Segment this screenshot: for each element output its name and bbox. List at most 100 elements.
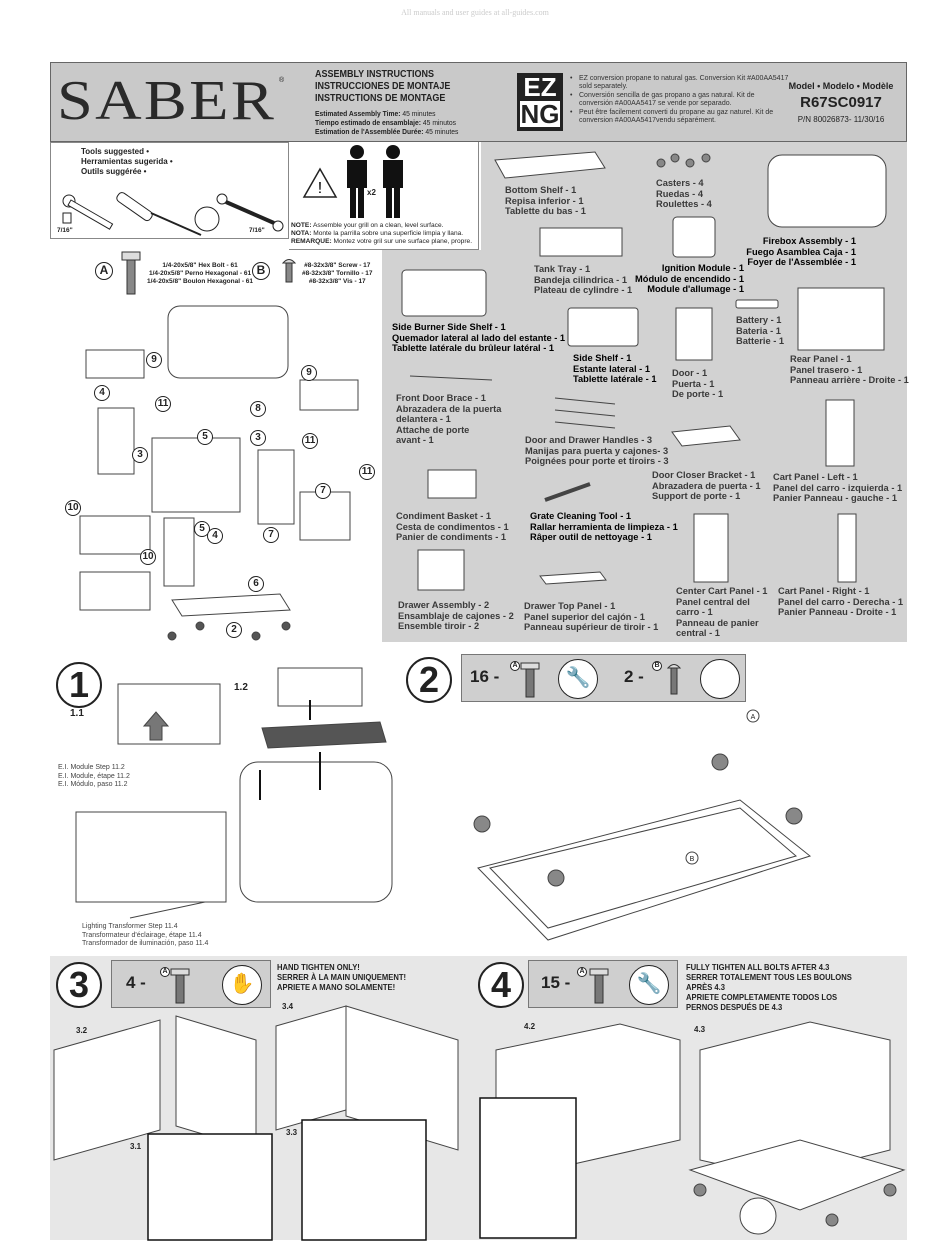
note-text: Assemble your grill on a clean, level su… — [311, 222, 444, 229]
part-line: Door - 1 — [672, 368, 708, 378]
part-line: Roulettes - 4 — [656, 199, 712, 209]
part-line: Abrazadera de puerta - 1 — [652, 480, 761, 491]
part-line: central - 1 — [676, 628, 720, 638]
part-line: Ignition Module - 1 — [661, 263, 744, 273]
part-drawings — [401, 151, 887, 591]
ng-text: NG — [520, 99, 560, 129]
step-3-4-label: 3.4 — [282, 1002, 294, 1011]
callout: 11 — [302, 433, 318, 449]
part-line: Poignées pour porte et tiroirs - 3 — [525, 456, 669, 466]
step-3-fastener-bar: 4 - A ✋ — [111, 960, 271, 1008]
part-line: Abrazadera de la puerta — [396, 403, 502, 414]
cart-panel-right-drawing — [837, 513, 857, 583]
part-line: Ruedas - 4 — [656, 188, 704, 199]
estimated-time: Estimated Assembly Time: 45 minutes Tiem… — [315, 109, 458, 136]
grate-tool-drawing — [544, 482, 591, 502]
saber-logo: SABER — [57, 70, 277, 132]
part-line: De porte - 1 — [672, 389, 724, 399]
step-3-2-label: 3.2 — [76, 1026, 88, 1035]
note-key: NOTA: — [291, 230, 312, 237]
note-line: E.I. Module Step 11.2 — [58, 764, 125, 771]
part-line: Bandeja cilindrica - 1 — [534, 274, 628, 285]
part-line: delantera - 1 — [396, 414, 451, 424]
letter-a: A — [577, 967, 587, 977]
hardware-line: 1/4-20x5/8" Boulon Hexagonal - 61 — [147, 278, 254, 285]
estimate-label: Estimation de l'Assemblée Durée: — [315, 127, 424, 136]
title-fr: INSTRUCTIONS DE MONTAGE — [315, 93, 446, 104]
part-line: Panneau supérieur de tiroir - 1 — [524, 622, 659, 632]
callout: 11 — [359, 464, 375, 480]
part-line: Foyer de l'Assemblée - 1 — [747, 257, 856, 267]
part-line: Manijas para puerta y cajones- 3 — [525, 445, 669, 456]
screwdriver-icon — [116, 192, 220, 236]
part-line: Tank Tray - 1 — [534, 264, 591, 274]
callout: 10 — [65, 500, 81, 516]
callout: 6 — [248, 576, 264, 592]
note-line: E.I. Módulo, paso 11.2 — [58, 781, 128, 788]
casters-drawing — [656, 153, 711, 168]
part-line: Panneau arrière - Droite - 1 — [790, 375, 909, 385]
part-line: Estante lateral - 1 — [573, 363, 650, 374]
ez-ng-logo: EZ NG — [517, 73, 563, 131]
hardware-b-badge: B — [252, 262, 270, 280]
hex-bolt-icon — [520, 662, 540, 698]
part-line: Panier Panneau - Droite - 1 — [778, 607, 897, 617]
drawer-drawing — [417, 549, 465, 591]
warning-line: APRIETE COMPLETAMENTE TODOS LOS — [686, 992, 838, 1002]
part-line: avant - 1 — [396, 435, 434, 445]
wrench-icon: 🔧 — [629, 965, 669, 1005]
ratchet-icon — [62, 194, 114, 230]
part-line: Quemador lateral al lado del estante - 1 — [392, 332, 566, 343]
step-4-2-label: 4.2 — [524, 1022, 536, 1031]
step-4-fastener-bar: 15 - A 🔧 — [528, 960, 678, 1008]
hex-bolt-icon — [121, 251, 141, 295]
hardware-line: #8-32x3/8" Tornillo - 17 — [302, 270, 373, 277]
part-line: Tablette latérale - 1 — [573, 374, 657, 384]
tools-es: Herramientas sugerida • — [81, 157, 173, 166]
part-line: Tablette latérale du brûleur latéral - 1 — [392, 343, 555, 353]
svg-text:!: ! — [318, 180, 322, 197]
ignition-module-drawing — [672, 216, 716, 258]
part-line: Módulo de encendido - 1 — [635, 273, 744, 284]
step-4-3-label: 4.3 — [694, 1025, 706, 1034]
ez-text: EZ — [523, 72, 557, 102]
part-line: carro - 1 — [676, 607, 713, 617]
part-line: Plateau de cylindre - 1 — [534, 285, 633, 295]
note-key: NOTE: — [291, 222, 312, 229]
hand-tighten-warning: HAND TIGHTEN ONLY!SERRER À LA MAIN UNIQU… — [277, 962, 406, 992]
note-line: Transformateur d'éclairage, étape 11.4 — [82, 931, 202, 939]
hex-bolt-icon — [170, 968, 190, 1004]
watermark: All manuals and user guides at all-guide… — [401, 8, 549, 17]
step-4-badge: 4 — [478, 962, 524, 1008]
tools-title: Tools suggested • Herramientas sugerida … — [81, 147, 173, 177]
step-2-fastener-bar: 16 - A 🔧 2 - B — [461, 654, 746, 702]
exploded-view-drawing — [79, 305, 359, 641]
part-line: Center Cart Panel - 1 — [676, 586, 768, 596]
handles-drawing — [554, 397, 616, 429]
part-line: Module d'allumage - 1 — [647, 284, 744, 294]
surface-note: NOTE: Assemble your grill on a clean, le… — [291, 222, 472, 246]
battery-drawing — [735, 299, 779, 309]
estimate-label: Estimated Assembly Time: — [315, 109, 401, 118]
model-info: Model • Modelo • Modèle R67SC0917 P/N 80… — [771, 81, 911, 124]
note-line: Transformador de iluminación, paso 11.4 — [82, 940, 209, 947]
callout: 7 — [263, 527, 279, 543]
door-drawing — [675, 307, 713, 361]
part-line: Panneau de panier — [676, 617, 759, 628]
callout: 9 — [301, 365, 317, 381]
door-brace-drawing — [409, 375, 493, 381]
callout: 9 — [146, 352, 162, 368]
